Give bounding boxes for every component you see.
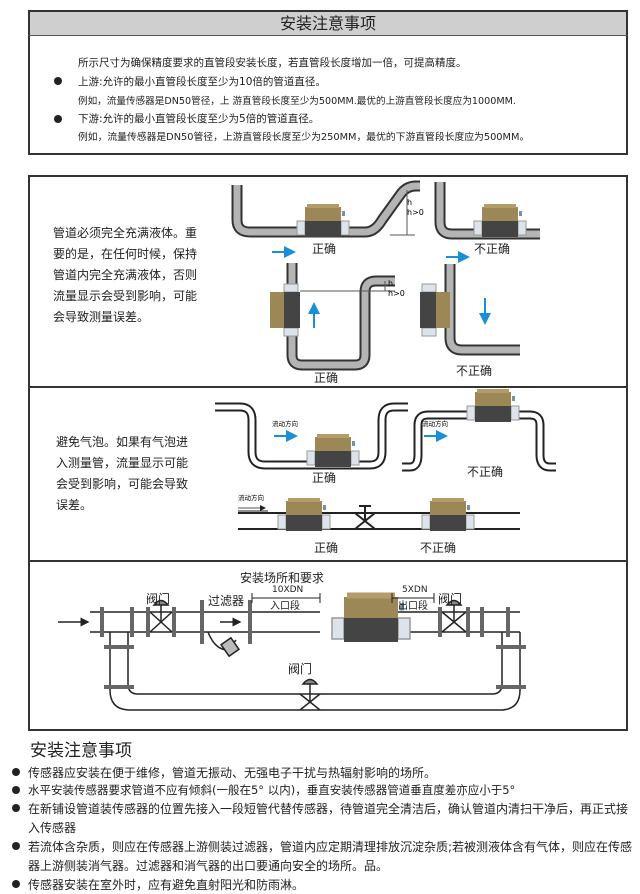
sensor [269,283,301,337]
sensor [277,497,331,532]
filter-icon [207,631,240,658]
inlet-label: 入口段 [270,601,300,612]
flow-direction-label: 流动方向 [238,493,264,502]
sensor [466,388,520,423]
label-correct: 正确 [314,541,339,555]
bubbles-text: 避免气泡。如果有气泡进入测量管，流量显示可能会受到影响，可能会导致误差。 [56,435,189,512]
bullet-icon [54,115,62,123]
valve-label: 阀门 [288,662,313,676]
h-cond-label: h>0 [388,289,405,298]
divider [28,386,628,388]
note-item: 传感器应安装在便于维修，管道无振动、无强电子干扰与热辐射影响的场所。 [28,766,437,780]
notes-title: 安装注意事项 [30,741,132,761]
outlet-length-label: 5XDN [402,585,428,595]
install-title: 安装场所和要求 [240,571,325,585]
flow-direction-label: 流动方向 [422,419,448,428]
h-cond-label: h>0 [407,208,424,217]
downstream-example: 例如，流量传感器是DN50管径，上游直管段长度至少为250MM，最优的下游直管段… [78,132,530,143]
label-incorrect: 不正确 [474,242,511,256]
label-incorrect: 不正确 [420,541,457,555]
outlet-label: 出口段 [398,601,428,612]
upstream-example: 例如，流量传感器是DN50管径，上 游直管段长度至少为500MM.最优的上游直管… [78,96,516,107]
sensor [421,497,475,532]
label-correct: 正确 [314,371,339,385]
bullet-icon [12,804,20,812]
bullet-icon [12,768,20,776]
top-notes-title: 安装注意事项 [28,10,628,36]
sensor [473,203,527,238]
pipe-incorrect-2 [444,264,520,356]
flow-direction-label: 流动方向 [272,419,298,428]
pipe-correct-2 [286,263,395,371]
full-pipe-text: 管道必须完全充满液体。重要的是，在任何时候，保持管道内完全充满液体，否则流量显示… [53,226,198,324]
upstream-text: 上游:允许的最小直管段长度至少为10倍的管道直径。 [78,76,326,88]
label-incorrect: 不正确 [456,364,493,378]
h-label: h [388,279,393,288]
valve-label: 阀门 [146,592,171,606]
diagram-box [28,175,628,731]
pipe-correct-1 [231,180,420,238]
flanges [100,600,526,689]
valve-icon [354,505,376,530]
filter-label: 过滤器 [208,594,245,608]
valve-label: 阀门 [438,592,463,606]
downstream-text: 下游:允许的最小直管段长度至少为5倍的管道直径。 [78,113,320,125]
inlet-length-label: 10XDN [272,585,304,595]
intro-text: 所示尺寸为确保精度要求的直管段安装长度，若直管段长度增加一倍，可提高精度。 [78,57,467,69]
h-label: h [407,198,412,207]
note-item: 在新铺设管道装传感器的位置先接入一段短管代替传感器，待管道完全清洁后，确认管道内… [28,802,629,835]
bullet-icon [12,786,20,794]
note-item: 若流体含杂质，则应在传感器上游侧装过滤器，管道内应定期清理排放沉淀杂质;若被测液… [28,840,633,873]
pipe-incorrect-1 [434,182,540,240]
valve-icon [149,599,467,711]
label-correct: 正确 [312,242,337,256]
note-item: 水平安装传感器要求管道不应有倾斜(一般在5° 以内)，垂直安装传感器管道垂直度差… [28,783,516,797]
label-correct: 正确 [312,471,337,485]
sensor [306,433,360,468]
bullet-icon [54,77,62,85]
bullet-icon [12,880,20,888]
length-markers [251,593,435,603]
sensor [296,203,350,238]
divider [28,560,628,562]
bullet-icon [12,842,20,850]
label-incorrect: 不正确 [467,465,504,479]
note-item: 传感器安装在室外时，应有避免直射阳光和防雨淋。 [28,878,305,892]
